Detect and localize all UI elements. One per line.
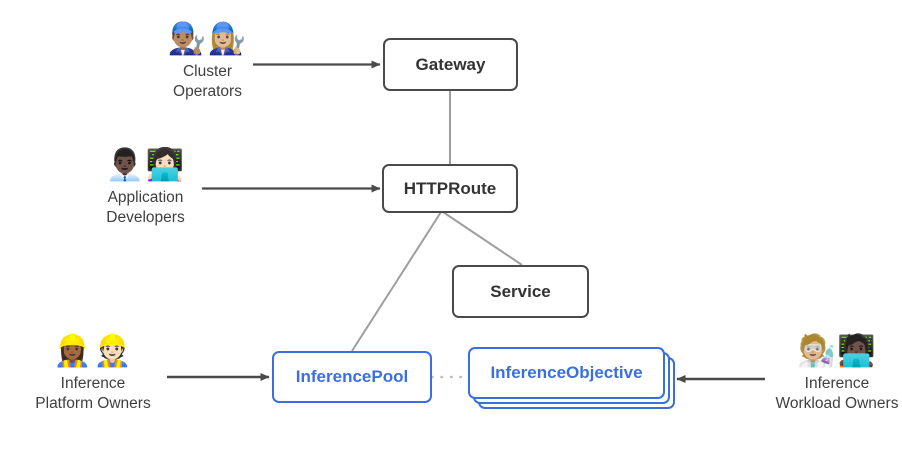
application-developers-label-line1: Application (107, 189, 184, 206)
persona-cluster-operators: 👨🏽‍🔧👩🏼‍🔧 Cluster Operators (150, 24, 265, 102)
node-inferenceobjective[interactable]: InferenceObjective (468, 347, 665, 399)
persona-application-developers: 👨🏿‍💼👩🏻‍💻 Application Developers (78, 150, 213, 228)
inference-workload-owners-icons: 🧑🏼‍🔬🧑🏿‍💻 (797, 333, 877, 369)
node-inferenceobjective-label: InferenceObjective (490, 363, 643, 382)
persona-inference-platform-owners: 👷🏾‍♀️👷🏻 Inference Platform Owners (18, 336, 168, 414)
node-gateway[interactable]: Gateway (383, 38, 518, 91)
node-inferencepool[interactable]: InferencePool (272, 351, 432, 403)
application-developers-icons: 👨🏿‍💼👩🏻‍💻 (105, 147, 186, 183)
inference-platform-owners-label-line2: Platform Owners (35, 394, 151, 412)
inference-workload-owners-label-line1: Inference (804, 375, 870, 392)
edge-httproute-to-service (442, 211, 523, 266)
node-httproute[interactable]: HTTPRoute (382, 164, 518, 213)
application-developers-label-line2: Developers (106, 208, 185, 226)
cluster-operators-label-line2: Operators (173, 82, 242, 100)
node-inferenceobjective-stack[interactable]: InferenceObjective (468, 347, 680, 413)
persona-inference-workload-owners: 🧑🏼‍🔬🧑🏿‍💻 Inference Workload Owners (772, 336, 902, 414)
node-inferencepool-label: InferencePool (295, 367, 409, 386)
inference-platform-owners-icons: 👷🏾‍♀️👷🏻 (53, 333, 133, 369)
cluster-operators-icons: 👨🏽‍🔧👩🏼‍🔧 (167, 21, 248, 57)
node-gateway-label: Gateway (415, 54, 486, 74)
inference-workload-owners-label-line2: Workload Owners (775, 394, 899, 412)
inference-platform-owners-label-line1: Inference (60, 375, 126, 392)
node-service[interactable]: Service (452, 265, 589, 318)
cluster-operators-label-line1: Cluster (182, 63, 233, 80)
node-httproute-label: HTTPRoute (403, 178, 497, 198)
edge-httproute-to-inferencepool (351, 211, 442, 352)
node-service-label: Service (490, 281, 551, 301)
